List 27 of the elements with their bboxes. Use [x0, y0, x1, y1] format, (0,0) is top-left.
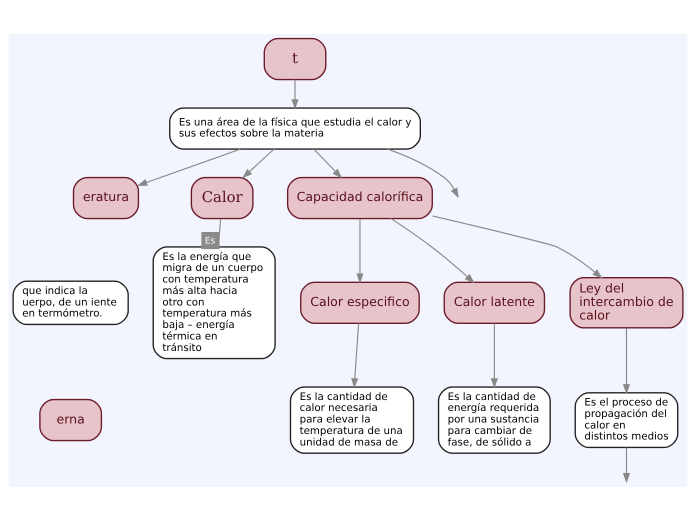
- node-box: Es una área de la física que estudia el calor y sus efectos sobre la materia: [169, 106, 421, 150]
- edge-label: Es: [204, 236, 216, 246]
- node-box: Es la cantidad de calor necesaria para elevar la temperatura de una unidad de masa de: [290, 386, 414, 454]
- arrow: [387, 148, 459, 198]
- arrow: [356, 218, 364, 284]
- arrow: [291, 79, 299, 109]
- node-box: Calor latente: [444, 281, 546, 324]
- arrow: [490, 322, 498, 388]
- node-box: Es la cantidad de energía requerida por una sustancia para cambiar de fase, de sólido a: [438, 386, 551, 454]
- node-box: erna: [39, 398, 102, 441]
- node-box: Calor: [190, 176, 254, 219]
- node-box: Calor especifico: [300, 281, 420, 324]
- node-box: t: [264, 37, 326, 80]
- arrow: [137, 148, 241, 186]
- arrow: [622, 328, 630, 394]
- arrow: [351, 322, 360, 388]
- node-box: Es el proceso de propagación del calor en distintos medios: [574, 392, 678, 448]
- node-box: eratura: [72, 176, 140, 219]
- arrow: [313, 148, 342, 178]
- node-box: que indica la uerpo, de un iente en termómetro.: [12, 280, 129, 325]
- node-box: Capacidad calorífica: [286, 176, 433, 219]
- arrow: [432, 214, 603, 278]
- node-box: Es la energía que migra de un cuerpo con temperatura más alta hacia otro con temperatura más baja – energía térmica en tránsito: [152, 246, 276, 359]
- arrow: [242, 148, 274, 178]
- arrow: [622, 447, 630, 483]
- arrow: [390, 218, 475, 283]
- node-box: Ley del intercambio de calor: [569, 276, 684, 328]
